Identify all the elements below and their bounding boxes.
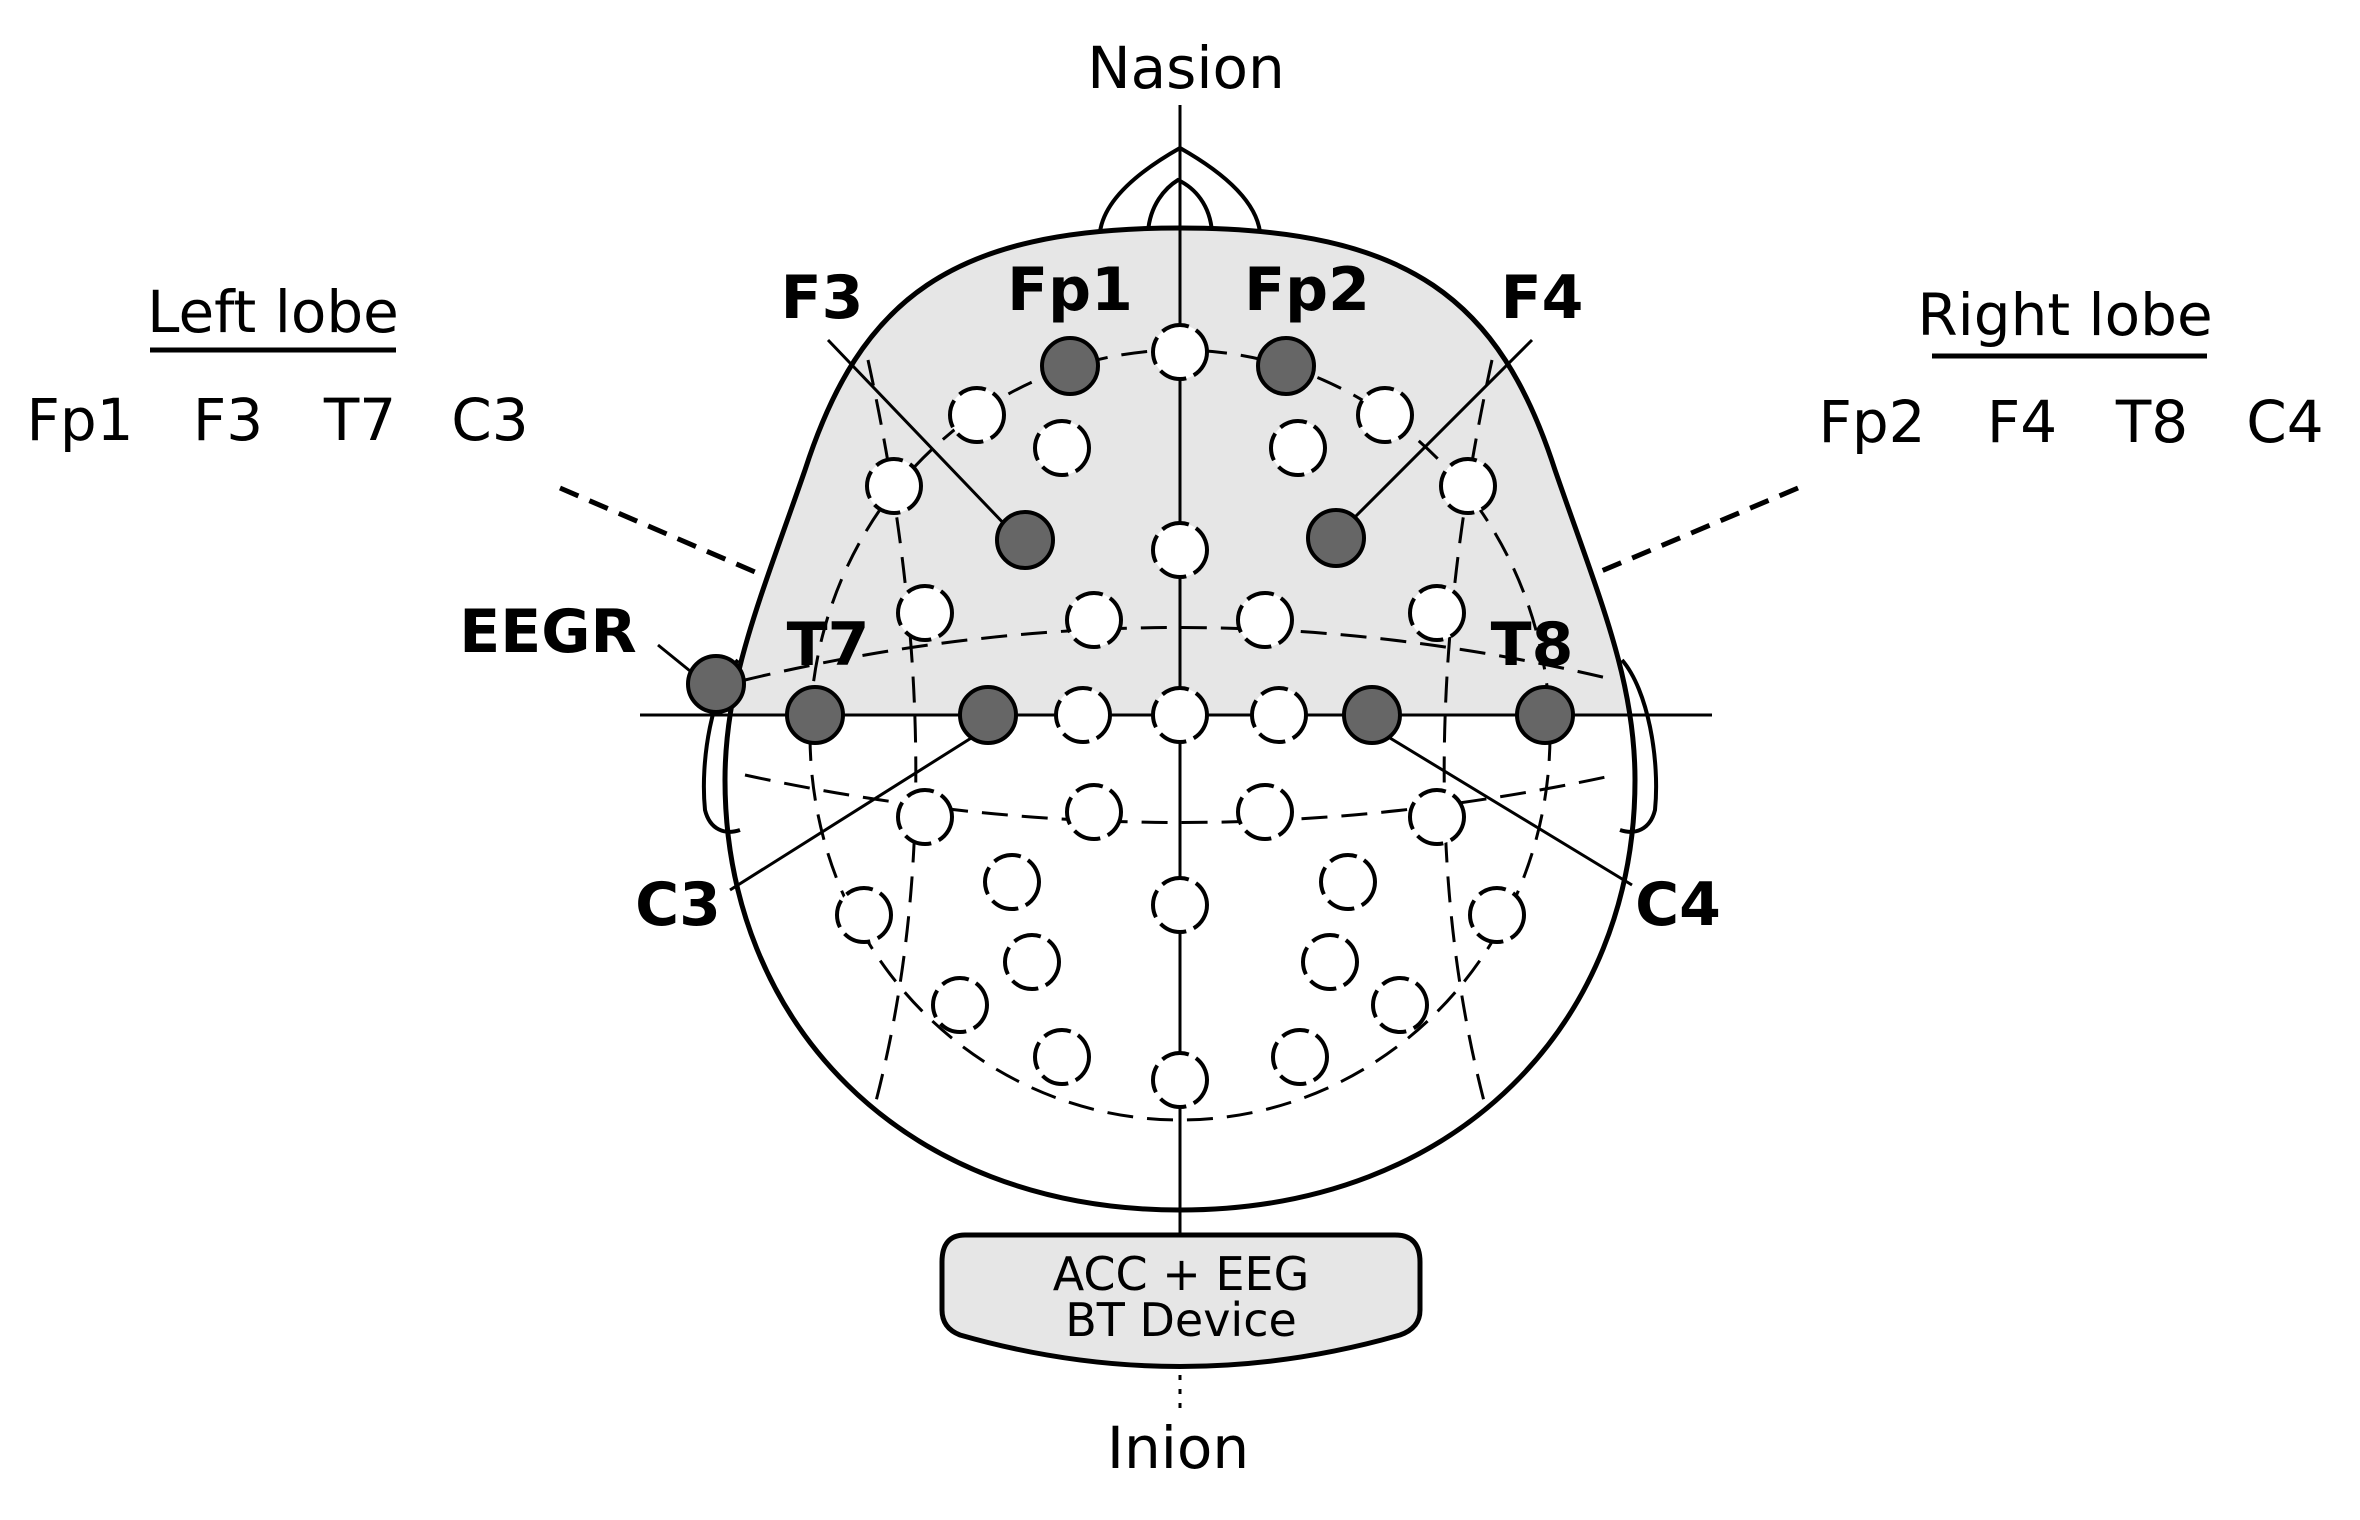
right-channel-f4: F4 (1987, 388, 2057, 456)
electrode-inactive (896, 788, 954, 846)
electrode-inactive (1236, 591, 1294, 649)
electrode-inactive (1033, 1028, 1091, 1086)
electrode-label-f3: F3 (781, 263, 864, 333)
right-lobe-title: Right lobe (1917, 281, 2212, 349)
electrode-inactive (1356, 386, 1414, 444)
electrode-c3 (958, 685, 1018, 745)
left-lobe-legend: Left lobe Fp1 F3 T7 C3 (26, 278, 528, 454)
electrode-inactive (1151, 876, 1209, 934)
right-lobe-legend: Right lobe Fp2 F4 T8 C4 (1818, 281, 2323, 456)
electrode-label-c4: C4 (1635, 870, 1721, 940)
left-channel-fp1: Fp1 (26, 386, 133, 454)
left-channel-f3: F3 (193, 386, 263, 454)
right-channel-c4: C4 (2246, 388, 2323, 456)
electrode-inactive (1054, 686, 1112, 744)
right-channel-fp2: Fp2 (1818, 388, 1925, 456)
device-line2: BT Device (1065, 1293, 1297, 1347)
electrode-inactive (1439, 457, 1497, 515)
electrode-inactive (1269, 419, 1327, 477)
electrode-inactive (983, 853, 1041, 911)
electrode-inactive (948, 386, 1006, 444)
pointer-lines (657, 338, 1633, 892)
electrode-inactive (1033, 419, 1091, 477)
electrode-inactive (1151, 323, 1209, 381)
electrode-label-t8: T8 (1491, 610, 1574, 680)
electrode-inactive (896, 584, 954, 642)
left-channel-c3: C3 (451, 386, 528, 454)
electrode-inactive (1151, 1051, 1209, 1109)
electrode-inactive (865, 457, 923, 515)
electrode-inactive (1151, 686, 1209, 744)
electrode-f3 (995, 510, 1055, 570)
inion-label: Inion (1107, 1414, 1249, 1482)
electrode-f4 (1306, 508, 1366, 568)
electrode-fp2 (1256, 336, 1316, 396)
electrode-t7 (785, 685, 845, 745)
electrode-fp1 (1040, 336, 1100, 396)
electrode-inactive (1151, 521, 1209, 579)
electrode-inactive (1408, 788, 1466, 846)
electrode-inactive (1271, 1028, 1329, 1086)
left-lobe-title: Left lobe (147, 278, 399, 346)
electrode-label-fp1: Fp1 (1007, 255, 1133, 325)
electrode-inactive (931, 976, 989, 1034)
nasion-label: Nasion (1087, 34, 1285, 102)
electrode-inactive (1065, 783, 1123, 841)
electrode-inactive (1250, 686, 1308, 744)
electrode-label-t7: T7 (787, 610, 870, 680)
electrode-inactive (1408, 584, 1466, 642)
electrode-label-fp2: Fp2 (1244, 255, 1370, 325)
electrode-eegr (686, 654, 746, 714)
electrode-inactive (1319, 853, 1377, 911)
right-ear (1619, 658, 1659, 834)
electrode-inactive (1003, 933, 1061, 991)
right-channel-t8: T8 (2115, 388, 2188, 456)
electrode-inactive (1371, 976, 1429, 1034)
electrode-inactive (1065, 591, 1123, 649)
electrode-inactive (1236, 783, 1294, 841)
eegr-label: EEGR (459, 597, 636, 667)
electrode-inactive (835, 886, 893, 944)
left-channel-t7: T7 (323, 386, 396, 454)
electrode-label-f4: F4 (1501, 263, 1584, 333)
electrode-grid (686, 323, 1575, 1109)
electrode-label-c3: C3 (635, 870, 721, 940)
electrode-c4 (1342, 685, 1402, 745)
bt-device: ACC + EEG BT Device (939, 1232, 1423, 1369)
device-line1: ACC + EEG (1053, 1247, 1309, 1301)
electrode-inactive (1468, 886, 1526, 944)
electrode-inactive (1301, 933, 1359, 991)
electrode-t8 (1515, 685, 1575, 745)
